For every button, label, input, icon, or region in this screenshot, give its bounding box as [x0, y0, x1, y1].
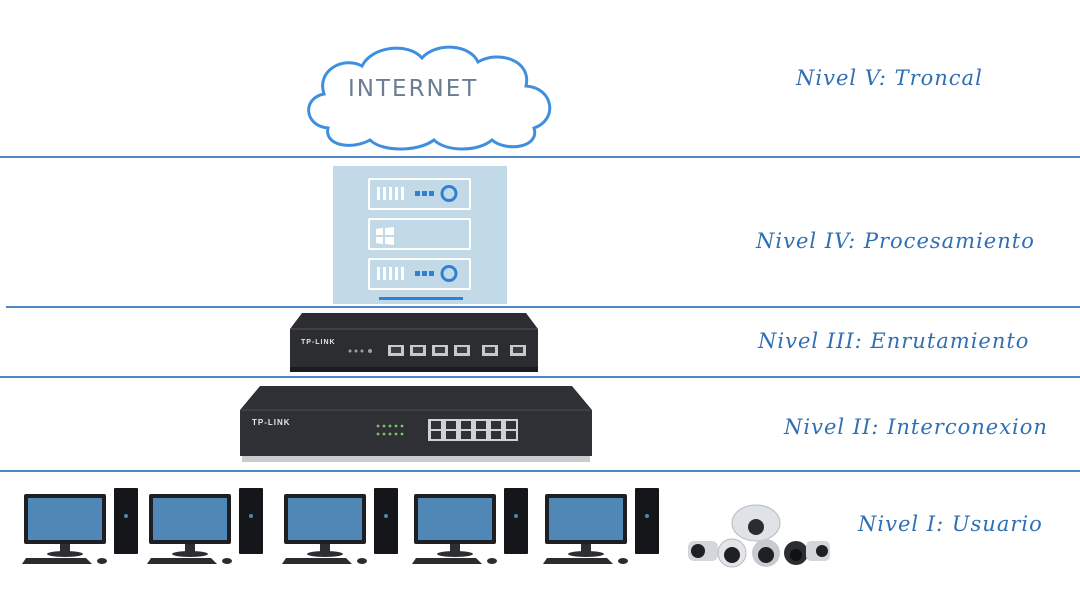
label-level-4: Nivel IV: Procesamiento: [756, 229, 1035, 253]
server-unit-top: [368, 178, 471, 210]
server-unit-middle: [368, 218, 471, 250]
label-level-1: Nivel I: Usuario: [858, 512, 1043, 536]
desktop-computer-icon: [412, 488, 528, 564]
windows-logo-icon: [376, 227, 394, 245]
label-level-2: Nivel II: Interconexion: [784, 415, 1048, 439]
server-unit-bottom: [368, 258, 471, 290]
divider-backbone-processing: [0, 156, 1080, 158]
router-icon: [290, 313, 538, 372]
desktop-computer-icon: [147, 488, 263, 564]
server-unit-bottom-details: [377, 265, 458, 282]
internet-cloud-icon: [307, 45, 552, 151]
desktop-computer-icon: [282, 488, 398, 564]
desktop-computer-icon: [543, 488, 659, 564]
label-level-5: Nivel V: Troncal: [796, 66, 983, 90]
cloud-label: INTERNET: [348, 76, 479, 102]
router-brand-label: TP-LINK: [301, 339, 336, 346]
divider-routing-interconnect: [0, 376, 1080, 378]
server-base-bar: [379, 297, 463, 300]
server-label: Hyper-v: [61, 224, 121, 243]
switch-brand-label: TP-LINK: [252, 418, 291, 427]
server-unit-top-details: [377, 185, 458, 202]
switch-icon: [240, 386, 592, 462]
divider-interconnect-user: [0, 470, 1080, 472]
divider-processing-routing: [6, 306, 1080, 308]
hyper-v-server-icon: [333, 166, 507, 304]
label-level-3: Nivel III: Enrutamiento: [758, 329, 1030, 353]
security-cameras-icon: [688, 504, 830, 568]
desktop-computer-icon: [22, 488, 138, 564]
